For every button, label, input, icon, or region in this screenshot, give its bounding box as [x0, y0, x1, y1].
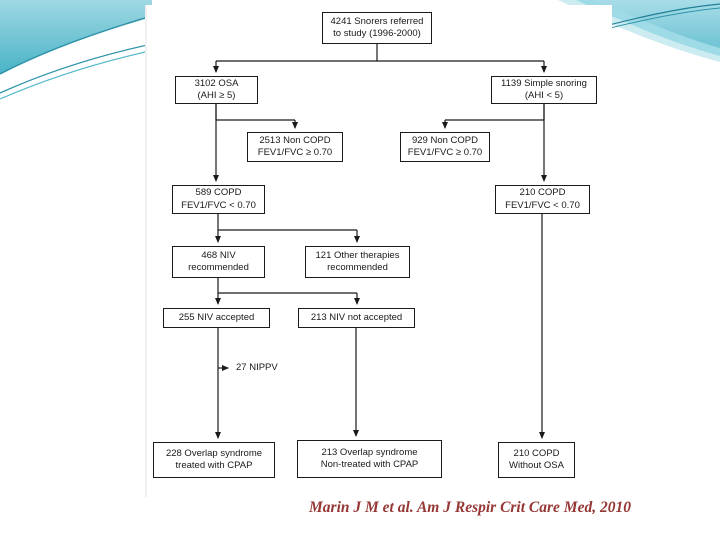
- node-non-copd-osa: 2513 Non COPD FEV1/FVC ≥ 0.70: [247, 132, 343, 162]
- node-simple-snoring: 1139 Simple snoring (AHI < 5): [491, 76, 597, 104]
- node-other-therapies-line1: 121 Other therapies: [315, 249, 400, 261]
- node-osa-line1: 3102 OSA: [194, 77, 239, 89]
- node-overlap-treated-line1: 228 Overlap syndrome: [165, 447, 263, 459]
- node-overlap-untreated-line2: Non-treated with CPAP: [320, 459, 419, 470]
- node-snorers-line2: to study (1996-2000): [333, 28, 421, 39]
- node-snorers-line1: 4241 Snorers referred: [330, 15, 424, 27]
- node-overlap-untreated-line1: 213 Overlap syndrome: [321, 446, 418, 458]
- node-copd-osa-line2: FEV1/FVC < 0.70: [181, 199, 256, 211]
- node-copd-snoring: 210 COPD FEV1/FVC < 0.70: [495, 185, 590, 214]
- node-niv-accepted-line1: 255 NIV accepted: [178, 311, 255, 323]
- node-osa-line2: (AHI ≥ 5): [197, 90, 236, 101]
- node-niv-not-accepted: 213 NIV not accepted: [298, 308, 415, 328]
- node-niv-recommended-line1: 468 NIV: [201, 249, 236, 261]
- node-overlap-treated: 228 Overlap syndrome treated with CPAP: [153, 442, 275, 478]
- node-copd-without-osa-line2: Without OSA: [509, 460, 564, 471]
- node-other-therapies-line2: recommended: [327, 262, 388, 273]
- node-simple-snoring-line1: 1139 Simple snoring: [501, 77, 587, 89]
- node-niv-recommended-line2: recommended: [188, 262, 249, 273]
- node-niv-not-accepted-line1: 213 NIV not accepted: [310, 311, 403, 323]
- node-overlap-untreated: 213 Overlap syndrome Non-treated with CP…: [297, 440, 442, 478]
- node-copd-snoring-line1: 210 COPD: [519, 187, 566, 198]
- node-copd-without-osa-line1: 210 COPD: [513, 447, 560, 459]
- node-simple-snoring-line2: (AHI < 5): [524, 90, 564, 101]
- citation: Marin J M et al. Am J Respir Crit Care M…: [309, 499, 631, 516]
- node-non-copd-snoring: 929 Non COPD FEV1/FVC ≥ 0.70: [400, 132, 490, 162]
- node-niv-recommended: 468 NIV recommended: [172, 246, 265, 278]
- node-other-therapies: 121 Other therapies recommended: [305, 246, 410, 278]
- node-copd-osa-line1: 589 COPD: [195, 187, 242, 198]
- node-overlap-treated-line2: treated with CPAP: [175, 460, 253, 471]
- nippv-branch-label: 27 NIPPV: [236, 362, 278, 373]
- node-osa: 3102 OSA (AHI ≥ 5): [175, 76, 258, 104]
- node-non-copd-osa-line2: FEV1/FVC ≥ 0.70: [257, 147, 333, 158]
- node-non-copd-osa-line1: 2513 Non COPD: [259, 134, 331, 146]
- node-copd-without-osa: 210 COPD Without OSA: [498, 442, 575, 478]
- node-non-copd-snoring-line2: FEV1/FVC ≥ 0.70: [407, 147, 483, 158]
- node-copd-snoring-line2: FEV1/FVC < 0.70: [505, 199, 580, 211]
- node-non-copd-snoring-line1: 929 Non COPD: [411, 134, 478, 146]
- node-copd-osa: 589 COPD FEV1/FVC < 0.70: [172, 185, 265, 214]
- node-niv-accepted: 255 NIV accepted: [163, 308, 270, 328]
- node-snorers-referred: 4241 Snorers referred to study (1996-200…: [322, 12, 432, 44]
